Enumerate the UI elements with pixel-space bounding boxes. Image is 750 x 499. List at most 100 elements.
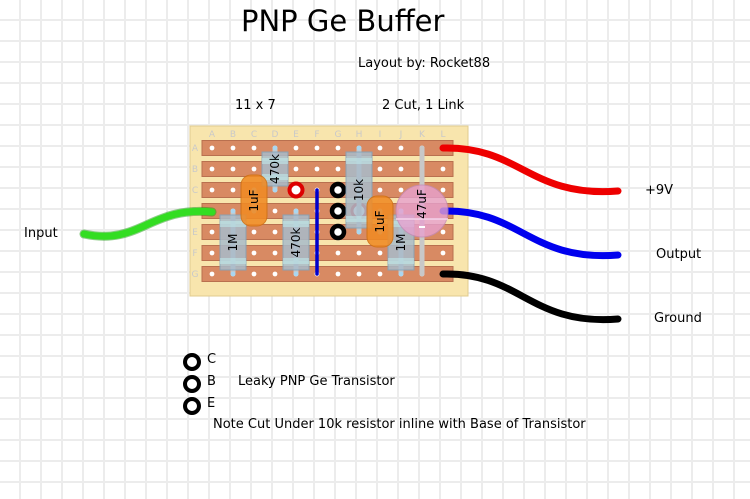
copper-strip	[201, 140, 454, 156]
copper-strip	[201, 161, 454, 177]
strip-hole	[272, 250, 278, 256]
resistor-label: 470k	[289, 228, 303, 258]
legend-base: B	[207, 374, 216, 389]
strip-hole	[293, 166, 299, 172]
strip-hole	[209, 271, 215, 277]
film-capacitor-body	[366, 195, 394, 248]
strip-hole	[377, 166, 383, 172]
page-title: PNP Ge Buffer	[241, 4, 445, 38]
strip-hole	[335, 166, 341, 172]
resistor-band	[220, 258, 246, 264]
lead-end	[398, 271, 404, 277]
row-label: C	[192, 186, 198, 196]
strip-hole	[335, 250, 341, 256]
strip-hole	[398, 145, 404, 151]
strip-hole	[377, 271, 383, 277]
lead-end	[293, 208, 299, 214]
lead-end	[356, 145, 362, 151]
strip-hole	[398, 166, 404, 172]
resistor-label: 1M	[394, 234, 408, 252]
capacitor-label: 1uF	[247, 189, 261, 211]
strip-hole	[314, 166, 320, 172]
capacitor-stripe	[396, 218, 448, 220]
strip-hole	[377, 250, 383, 256]
column-label: D	[272, 130, 279, 140]
strip-hole	[356, 250, 362, 256]
column-label: G	[335, 130, 342, 140]
resistor-band	[262, 174, 288, 180]
transistor-type: Leaky PNP Ge Transistor	[238, 374, 395, 389]
board-size-label: 11 x 7	[235, 98, 276, 113]
layout-note: Note Cut Under 10k resistor inline with …	[213, 417, 586, 432]
column-label: E	[293, 130, 299, 140]
base-pin-icon	[183, 375, 201, 393]
resistor-label: 1M	[226, 234, 240, 252]
emitter-pin-icon	[183, 397, 201, 415]
resistor-band	[220, 221, 246, 227]
power-wire	[439, 144, 622, 196]
column-label: F	[314, 130, 319, 140]
strip-hole	[440, 250, 446, 256]
ground-label: Ground	[654, 311, 702, 326]
strip-hole	[272, 271, 278, 277]
row-label: B	[192, 165, 198, 175]
strip-hole	[209, 166, 215, 172]
capacitor-label: 47uF	[415, 189, 429, 219]
row-label: E	[192, 228, 198, 238]
strip-hole	[272, 229, 278, 235]
row-label: A	[192, 144, 199, 154]
capacitor-label: 1uF	[373, 210, 387, 232]
strip-hole	[209, 229, 215, 235]
lead-end	[356, 229, 362, 235]
strip-hole	[356, 271, 362, 277]
resistor-label: 10k	[352, 179, 366, 201]
column-label: L	[440, 130, 445, 140]
input-wire	[80, 207, 216, 240]
strip-hole	[440, 229, 446, 235]
resistor-label: 470k	[268, 154, 282, 184]
resistor-band	[346, 216, 372, 222]
legend-collector: C	[207, 352, 217, 367]
strip-hole	[272, 208, 278, 214]
lead-end	[272, 187, 278, 193]
column-label: H	[356, 130, 363, 140]
strip-hole	[209, 187, 215, 193]
lead-end	[230, 271, 236, 277]
transistor-pin-E	[329, 223, 347, 241]
resistor-band	[283, 221, 309, 227]
lead-end	[293, 271, 299, 277]
input-label: Input	[24, 226, 58, 241]
output-label: Output	[656, 247, 702, 262]
power-label: +9V	[645, 183, 674, 198]
strip-hole	[209, 250, 215, 256]
column-label: B	[230, 130, 236, 140]
strip-hole	[230, 166, 236, 172]
column-label: C	[251, 130, 257, 140]
resistor-band	[283, 258, 309, 264]
lead-end	[272, 145, 278, 151]
row-label: F	[192, 249, 197, 259]
strip-hole	[335, 271, 341, 277]
resistor-band	[262, 158, 288, 164]
strip-hole	[230, 145, 236, 151]
strip-hole	[377, 145, 383, 151]
strip-hole	[251, 145, 257, 151]
strip-hole	[377, 187, 383, 193]
resistor-band	[388, 258, 414, 264]
cuts-links-label: 2 Cut, 1 Link	[382, 98, 465, 113]
layout-author: Layout by: Rocket88	[358, 56, 491, 71]
column-label: J	[399, 130, 403, 140]
strip-hole	[230, 187, 236, 193]
strip-hole	[251, 271, 257, 277]
column-label: K	[419, 130, 426, 140]
strip-hole	[335, 145, 341, 151]
strip-hole	[440, 187, 446, 193]
strip-hole	[398, 187, 404, 193]
strip-hole	[314, 145, 320, 151]
strip-hole	[251, 250, 257, 256]
strip-hole	[293, 145, 299, 151]
strip-hole	[440, 166, 446, 172]
column-label: I	[379, 130, 382, 140]
ground-wire	[439, 270, 622, 324]
